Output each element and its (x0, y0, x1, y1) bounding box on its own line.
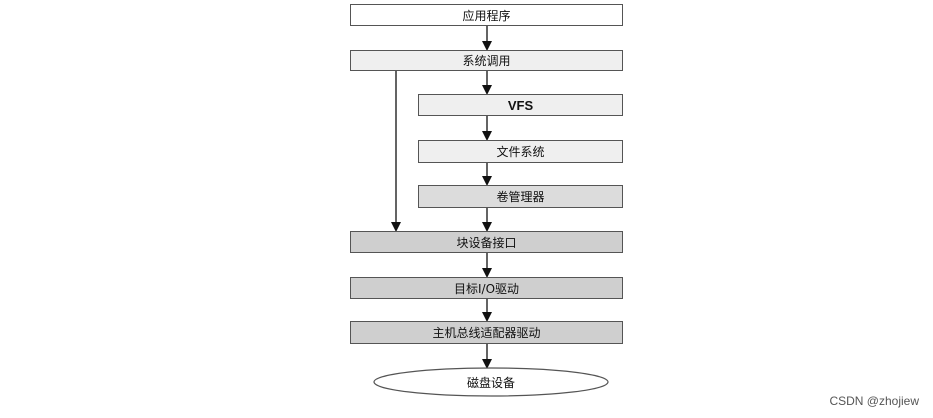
volume-manager-box: 卷管理器 (418, 185, 623, 208)
block-interface-label: 块设备接口 (456, 235, 517, 250)
disk-ellipse (373, 367, 609, 397)
disk-device-label: 磁盘设备 (466, 375, 515, 390)
hba-driver-label: 主机总线适配器驱动 (432, 326, 541, 340)
target-io-driver-label: 目标I/O驱动 (453, 281, 520, 296)
block-interface-box: 块设备接口 (350, 231, 623, 253)
volume-manager-label: 卷管理器 (496, 190, 545, 204)
target-io-driver-box: 目标I/O驱动 (350, 277, 623, 299)
disk-device-node: 磁盘设备 (374, 368, 608, 396)
fs-label: 文件系统 (496, 145, 545, 159)
app-box: 应用程序 (350, 4, 623, 26)
syscall-label: 系统调用 (462, 54, 511, 68)
vfs-box: VFS (418, 94, 623, 116)
vfs-label: VFS (507, 97, 534, 113)
watermark: CSDN @zhojiew (829, 394, 919, 408)
hba-driver-box: 主机总线适配器驱动 (350, 321, 623, 344)
app-label: 应用程序 (462, 8, 511, 23)
fs-box: 文件系统 (418, 140, 623, 163)
syscall-box: 系统调用 (350, 50, 623, 71)
